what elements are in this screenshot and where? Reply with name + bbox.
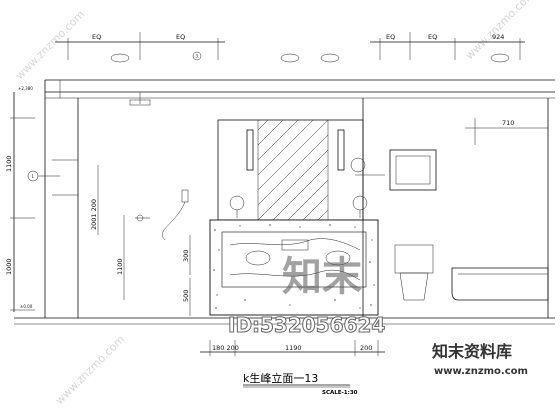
left-dimension-chain: 1100 1000 +2,380 ±0.00 [5, 86, 35, 312]
drawing-title-block: k生峰立面一13 SCALE-1:30 [243, 371, 358, 396]
watermark-logo: 知末 [282, 254, 362, 300]
shower-area: 1 2001 200 1100 300 500 [27, 80, 191, 318]
mirror-panel [217, 119, 385, 221]
section-marker [192, 51, 202, 61]
drawing-title: k生峰立面一13 [243, 371, 318, 385]
dim-924: 924 [492, 33, 504, 41]
material-tags-top: 3 [110, 51, 510, 63]
watermark-id: ID:532056624 [228, 313, 385, 337]
section-marker-label: 3 [196, 54, 199, 59]
right-wall-fixtures: 710 [362, 98, 549, 318]
callout-number: 1 [32, 174, 35, 179]
dim-eq-right3: EQ [428, 33, 437, 41]
diagonal-watermark-2: www.znzmo.com [463, 0, 537, 62]
watermark-brand: 知末资料库 [432, 342, 512, 361]
datum-bottom: ±0.00 [20, 304, 33, 309]
datum-top: +2,380 [18, 86, 33, 91]
bottom-dimension-chain: 180 200 1190 200 [200, 340, 385, 356]
dim-500: 500 [182, 290, 190, 302]
diagonal-watermark-1: www.znzmo.com [13, 8, 87, 82]
watermark-overlay: 知末 ID:532056624 知末资料库 www.znzmo.com [228, 254, 528, 377]
diagonal-watermark-3: www.znzmo.com [53, 333, 127, 407]
dim-eq-left: EQ [92, 33, 101, 41]
ceiling-lines [45, 79, 555, 99]
dim-eq-right: EQ [176, 33, 185, 41]
dim-300: 300 [182, 250, 190, 262]
dim-1100-inner: 1100 [116, 258, 124, 275]
top-dimension-chain: EQ EQ EQ EQ 924 [55, 32, 525, 60]
dim-bottom-middle: 1190 [285, 344, 302, 352]
dim-1100-left: 1100 [5, 155, 13, 172]
drawing-scale: SCALE-1:30 [322, 390, 358, 396]
dim-bottom-left: 180 200 [212, 344, 239, 352]
dim-1000-left: 1000 [5, 258, 13, 275]
dim-mirror: 2001 200 [90, 199, 98, 230]
dim-bottom-right: 200 [360, 344, 372, 352]
vanity-counter [209, 219, 379, 316]
watermark-url: www.znzmo.com [434, 366, 528, 377]
dim-710: 710 [502, 119, 514, 127]
floor-line [14, 317, 555, 325]
dim-eq-right2: EQ [386, 33, 395, 41]
